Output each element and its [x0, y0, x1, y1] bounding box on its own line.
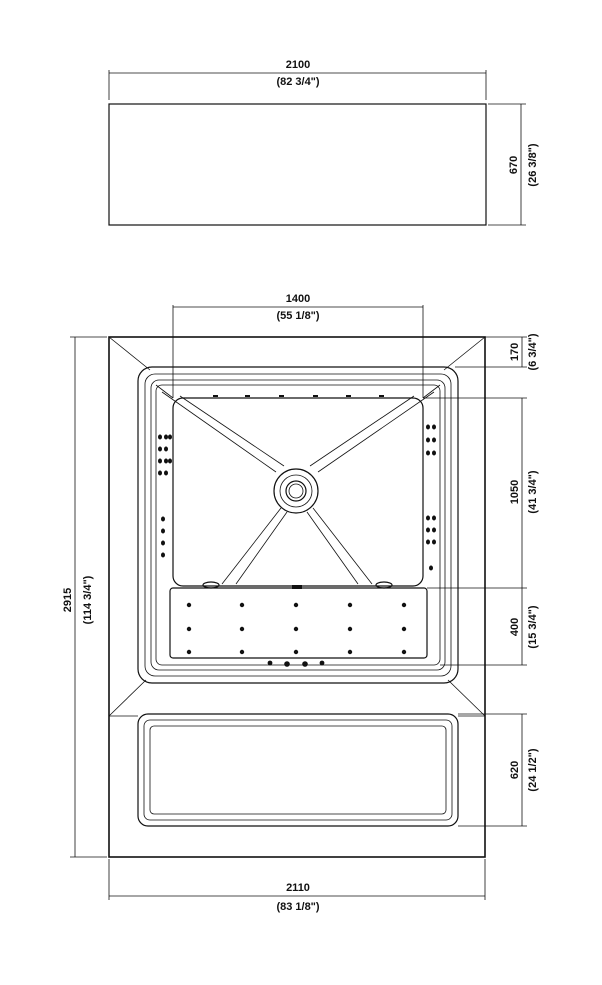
dimension-seat-depth: 400 (15 3/4"): [440, 588, 539, 666]
dim-side-height-inch: (26 3/8"): [527, 143, 539, 186]
dim-seat-depth-inch: (15 3/4"): [527, 605, 539, 648]
bench-seat: [169, 581, 428, 659]
dim-seat-depth-mm: 400: [509, 618, 521, 636]
dimension-side-height: 670 (26 3/8"): [488, 103, 539, 226]
dim-basin-width-inch: (55 1/8"): [276, 310, 319, 322]
dim-step-depth-inch: (24 1/2"): [527, 748, 539, 791]
dimension-top-width: 2100 (82 3/4"): [108, 59, 487, 100]
dimension-step-depth: 620 (24 1/2"): [458, 713, 539, 827]
jets-right-wall: [426, 424, 436, 571]
outer-shell: [108, 336, 486, 858]
side-elevation: 2100 (82 3/4") 670 (26 3/8"): [108, 59, 539, 226]
dim-basin-width-mm: 1400: [286, 293, 310, 305]
basin-rim-inner: [150, 379, 446, 671]
basin-rim-outer: [137, 366, 459, 684]
drain: [273, 468, 319, 514]
plan-view: 1400 (55 1/8") 2915 (114 3/4") 170 (6 3/…: [62, 293, 539, 913]
dim-rim-depth-inch: (6 3/4"): [527, 333, 539, 370]
dim-basin-length-inch: (41 3/4"): [527, 470, 539, 513]
jets-top-row: [213, 395, 384, 397]
dimension-basin-width: 1400 (55 1/8"): [172, 293, 424, 398]
dim-step-depth-mm: 620: [509, 761, 521, 779]
dim-total-length-inch: (114 3/4"): [82, 575, 94, 624]
dim-top-width-inch: (82 3/4"): [276, 76, 319, 88]
basin-rim-mid: [144, 373, 452, 677]
dim-rim-depth-mm: 170: [509, 343, 521, 361]
jets-left-wall: [158, 434, 172, 558]
step-tray: [137, 713, 459, 827]
dimension-bottom-width: 2110 (83 1/8"): [108, 859, 486, 913]
dim-top-width-mm: 2100: [286, 59, 310, 71]
dim-side-height-mm: 670: [508, 156, 520, 174]
dimension-basin-length: 1050 (41 3/4"): [423, 397, 539, 589]
dim-bottom-width-mm: 2110: [286, 882, 310, 894]
side-elevation-body: [108, 103, 487, 226]
seat-jets: [186, 602, 407, 667]
dim-basin-length-mm: 1050: [509, 480, 521, 504]
dimension-total-length: 2915 (114 3/4"): [62, 336, 107, 858]
dim-bottom-width-inch: (83 1/8"): [276, 901, 319, 913]
dim-total-length-mm: 2915: [62, 588, 74, 612]
dimension-rim-depth: 170 (6 3/4"): [455, 333, 539, 371]
